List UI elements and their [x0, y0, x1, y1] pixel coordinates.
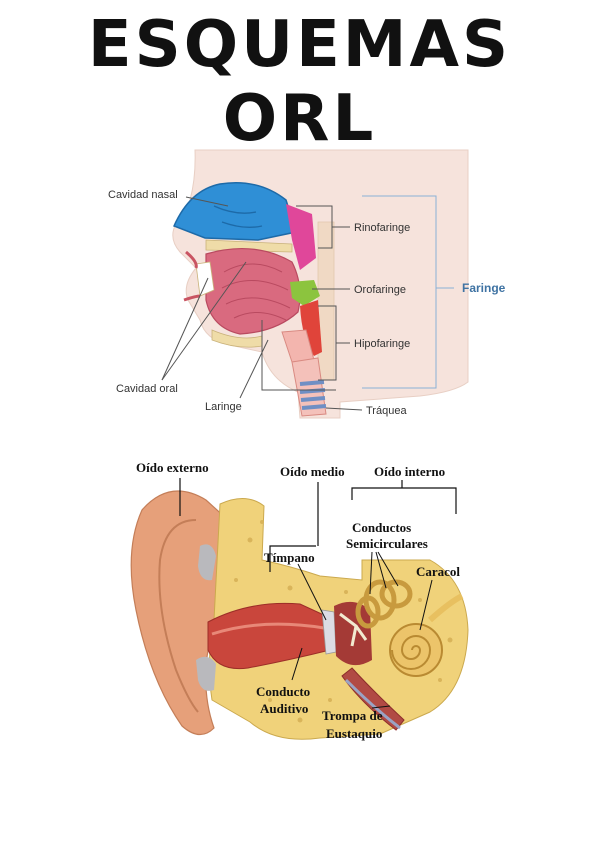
pharynx-diagram: Cavidad nasal Cavidad oral Laringe Rinof… — [108, 149, 506, 419]
trachea-shape — [291, 357, 327, 417]
label-rinofaringe: Rinofaringe — [354, 222, 410, 234]
oral-cavity-shape — [205, 247, 301, 335]
label-conductos: Conductos — [352, 520, 411, 535]
label-oido-medio: Oído medio — [280, 464, 345, 479]
page-title: ESQUEMAS ORL — [87, 8, 512, 156]
label-orofaringe: Orofaringe — [354, 284, 406, 296]
nasal-cavity-shape — [172, 181, 297, 241]
cochlea-shape — [389, 623, 443, 677]
label-semicirculares: Semicirculares — [346, 536, 428, 551]
label-auditivo: Auditivo — [260, 701, 308, 716]
ear-diagram: Oído externo Oído medio Oído interno Con… — [130, 460, 469, 741]
eustachian-tube-shape — [341, 667, 405, 731]
label-traquea: Tráquea — [366, 405, 407, 417]
label-caracol: Caracol — [416, 564, 460, 579]
label-oido-externo: Oído externo — [136, 460, 209, 475]
label-hipofaringe: Hipofaringe — [354, 338, 410, 350]
label-trompa: Trompa de — [322, 708, 383, 723]
label-cavidad-oral: Cavidad oral — [116, 383, 178, 395]
oropharynx-shape — [290, 280, 320, 306]
label-timpano: Tímpano — [264, 550, 315, 565]
label-faringe: Faringe — [462, 281, 506, 295]
rhinopharynx-shape — [286, 204, 316, 270]
auditory-canal-shape — [207, 602, 331, 670]
label-eustaquio: Eustaquio — [326, 726, 382, 741]
label-conducto: Conducto — [256, 684, 310, 699]
label-laringe: Laringe — [205, 401, 242, 413]
hypopharynx-shape — [300, 300, 322, 356]
label-cavidad-nasal: Cavidad nasal — [108, 189, 178, 201]
label-oido-interno: Oído interno — [374, 464, 445, 479]
